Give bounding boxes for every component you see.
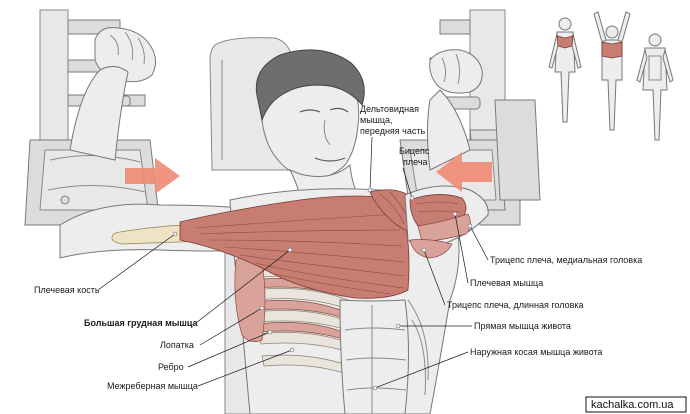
label-rib: Ребро [158,362,184,372]
reference-figure-arms-up [593,11,631,131]
label-intercostal: Межреберная мышца [107,381,198,391]
labels: Дельтовидная мышца, передняя часть Бицеп… [34,104,642,391]
label-deltoid-line3: передняя часть [360,126,425,136]
pectoralis-major [179,195,410,299]
push-arrow-right [436,152,492,192]
label-deltoid-line2: мышца, [360,115,393,125]
reference-figures [548,11,674,141]
label-pectoralis-major: Большая грудная мышца [84,318,199,328]
right-hand [427,49,483,171]
abdomen [339,299,429,414]
watermark: kachalka.com.ua [585,396,687,413]
label-deltoid-line1: Дельтовидная [360,104,419,114]
head [255,49,365,201]
leader-lines [97,136,489,391]
label-triceps-medial: Трицепс плеча, медиальная головка [490,255,642,265]
watermark-text: kachalka.com.ua [591,399,674,411]
label-scapula: Лопатка [160,340,194,350]
push-arrow-left [125,158,180,194]
label-biceps-line1: Бицепс [399,146,430,156]
right-upper-arm [404,185,489,259]
reference-figure-back [636,33,674,141]
left-hand [69,27,156,161]
label-external-oblique: Наружная косая мышца живота [470,347,602,357]
label-triceps-long: Трицепс плеча, длинная головка [447,300,584,310]
label-rectus-abdominis: Прямая мышца живота [474,321,571,331]
label-humerus: Плечевая кость [34,285,100,295]
label-biceps-line2: плеча [403,157,428,167]
label-brachialis: Плечевая мышца [470,278,543,288]
reference-figure-front [548,17,582,123]
